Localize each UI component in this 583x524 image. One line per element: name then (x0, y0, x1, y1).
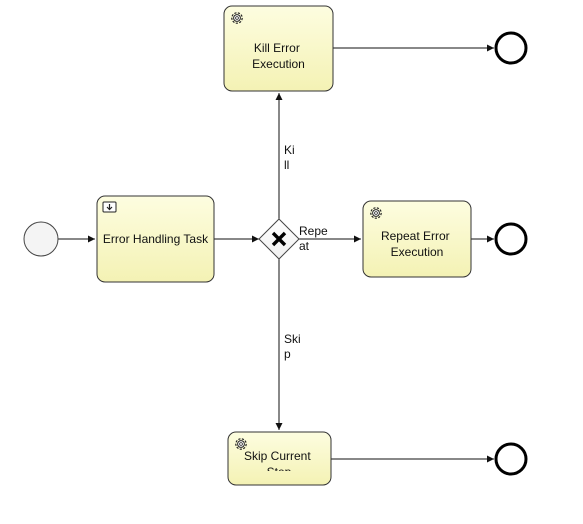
gear-icon (231, 12, 243, 24)
end-event-repeat[interactable] (494, 222, 528, 256)
gear-icon (370, 207, 382, 219)
task-label-error-handling: Error Handling Task (103, 232, 209, 246)
sequence-flows (58, 44, 494, 463)
gateway-x-icon (271, 231, 287, 247)
flow-label-skip: Ski p (284, 332, 304, 361)
start-event[interactable] (23, 221, 59, 257)
task-repeat-error-execution[interactable]: Repeat Error Execution (362, 200, 472, 278)
flow-labels: Ki ll Repe at Ski p (284, 143, 331, 361)
task-label-skip-current-step: Skip Current Step (244, 449, 314, 479)
end-event-skip[interactable] (494, 442, 528, 476)
gear-icon (235, 438, 247, 450)
flow-label-repeat: Repe at (299, 224, 331, 253)
task-skip-current-step[interactable]: Skip Current Step (227, 431, 332, 486)
task-marker-icon (102, 201, 117, 213)
task-label-kill-error-execution: Kill Error Execution (252, 41, 305, 71)
exclusive-gateway[interactable] (258, 218, 300, 260)
end-event-kill[interactable] (494, 31, 528, 65)
flow-label-kill: Ki ll (284, 143, 298, 172)
task-kill-error-execution[interactable]: Kill Error Execution (223, 5, 334, 92)
task-label-repeat-error-execution: Repeat Error Execution (381, 229, 453, 259)
task-error-handling[interactable]: Error Handling Task (96, 195, 215, 283)
